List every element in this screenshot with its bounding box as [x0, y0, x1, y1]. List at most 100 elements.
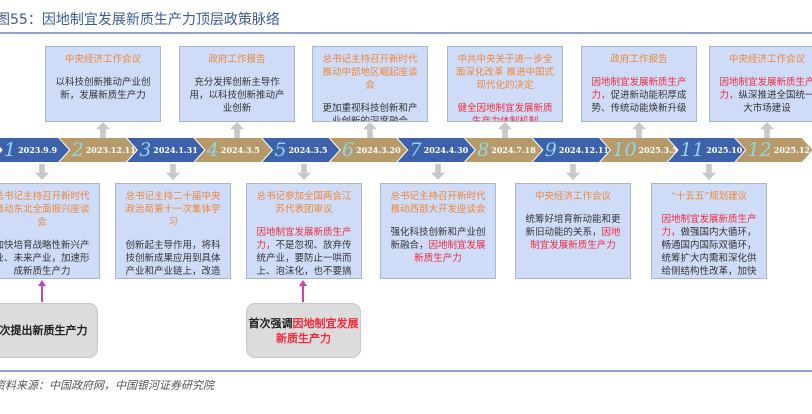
timeline-number: 5 [274, 139, 287, 161]
box-body-text: 以科技创新推动产业创新，发展新质生产力 [55, 77, 151, 101]
timeline-date: 2024.4.30 [423, 145, 469, 155]
bottom-event-box: 总书记主持召开新时代推动西部大开发座谈会强化科技创新和产业创新融合，因地制宜发展… [380, 183, 496, 279]
box-body: 健全因地制宜发展新质生产力体制机制 [453, 102, 557, 122]
timeline-date: 2024.3.20 [356, 145, 401, 155]
box-body-text: 更加重视科技创新和产业创新的深度融合 [322, 103, 418, 122]
milestone-text-part: 首次提出新质生产力 [0, 324, 88, 337]
bottom-event-box: “十五五”规划建议因地制宜发展新质生产力，做强国内大循环，畅通国内国际双循环，统… [651, 183, 767, 279]
box-body-text: 因地制宜发展新质生产力， [661, 214, 757, 238]
timeline-date: 2024.3.5 [220, 145, 260, 155]
box-heading: “十五五”规划建议 [670, 191, 748, 202]
box-heading: 总书记参加全国两会江苏代表团审议 [256, 191, 352, 215]
top-event-box: 中央经济工作会议以科技创新推动产业创新，发展新质生产力 [45, 46, 161, 122]
box-body: 统筹好培育新动能和更新旧动能的关系，因地制宜发展新质生产力 [521, 213, 625, 252]
timeline-date: 2023.12.11 [85, 145, 136, 155]
timeline-number: 4 [206, 139, 219, 161]
bottom-event-box: 中央经济工作会议统筹好培育新动能和更新旧动能的关系，因地制宜发展新质生产力 [515, 183, 631, 279]
top-event-box: 政府工作报告因地制宜发展新质生产力，促进新动能积厚成势、传统动能焕新升级 [581, 46, 697, 122]
box-body-text: 因地制宜发展新质生产力， [256, 227, 352, 251]
timeline-number: 6 [342, 139, 355, 161]
top-event-box: 中央经济工作会议因地制宜发展新质生产力，纵深推进全国统一大市场建设 [709, 46, 812, 122]
box-body: 创新起主导作用，将科技创新成果应用到具体产业和产业链上，改造提升传统产业、培育壮… [121, 239, 225, 278]
box-heading: 中央经济工作会议 [728, 54, 805, 65]
box-heading: 总书记主持召开新时代推动中部地区崛起座谈会 [322, 54, 418, 91]
milestone-note: 首次强调因地制宜发展新质生产力 [246, 303, 361, 358]
bottom-event-box: 总书记参加全国两会江苏代表团审议因地制宜发展新质生产力，不是忽视、放弃传统产业，… [246, 183, 362, 279]
up-arrow-icon [498, 122, 512, 138]
top-divider [0, 32, 812, 34]
box-body-text: 纵深推进全国统一大市场建设 [738, 90, 812, 114]
box-body-text: 因地制宜发展新质生产力， [591, 77, 687, 101]
milestone-text: 首次强调因地制宜发展新质生产力 [247, 316, 360, 346]
box-body-text: 强化科技创新和产业创新融合， [390, 227, 486, 251]
timeline-date: 2025.3.5 [638, 145, 678, 155]
box-body-text: 创新起主导作用，将科技创新成果应用到具体产业和产业链上，改造提升传统产业、培育壮… [125, 240, 221, 277]
box-body: 因地制宜发展新质生产力，促进新动能积厚成势、传统动能焕新升级 [587, 76, 691, 115]
box-heading: 中共中央关于进一步全面深化改革 推进中国式现代化的决定 [455, 54, 555, 91]
timeline-date: 2025.12.11 [773, 145, 812, 155]
up-arrow-icon [632, 122, 646, 138]
box-heading: 总书记主持召开新时代推动西部大开发座谈会 [390, 191, 486, 215]
box-heading: 中央经济工作会议 [64, 54, 141, 65]
box-body-text: 加快培育战略性新兴产业、未来产业，加速形成新质生产力 [0, 240, 90, 277]
box-body-text: 因地制宜发展新质生产力 [414, 240, 486, 264]
box-heading: 总书记主持召开新时代推动东北全面振兴座谈会 [0, 191, 90, 228]
pink-arrowhead-icon [299, 280, 307, 286]
down-arrow-icon [566, 164, 580, 180]
box-body: 因地制宜发展新质生产力，纵深推进全国统一大市场建设 [715, 76, 812, 115]
source-note: 资料来源：中国政府网，中国银河证券研究院 [0, 379, 214, 392]
box-body: 强化科技创新和产业创新融合，因地制宜发展新质生产力 [386, 226, 490, 265]
timeline-date: 2024.1.31 [153, 145, 198, 155]
up-arrow-icon [760, 122, 774, 138]
up-arrow-icon [230, 122, 244, 138]
pink-connector [302, 284, 304, 302]
timeline-number: 10 [612, 139, 637, 161]
box-body-text: 因地制宜发展新质生产力， [719, 77, 812, 101]
timeline-number: 12 [747, 139, 772, 161]
box-body: 因地制宜发展新质生产力，做强国内大循环，畅通国内国际双循环，统筹扩大内需和深化供… [657, 213, 761, 278]
bottom-divider [0, 370, 812, 372]
milestone-text: 首次提出新质生产力 [0, 323, 88, 338]
top-event-box: 中共中央关于进一步全面深化改革 推进中国式现代化的决定健全因地制宜发展新质生产力… [447, 46, 563, 122]
milestone-note: 首次提出新质生产力 [0, 303, 98, 358]
box-body-text: 促进新动能积厚成势、传统动能焕新升级 [591, 90, 687, 114]
timeline-date: 2024.12.11 [558, 145, 609, 155]
timeline-number: 8 [477, 139, 490, 161]
timeline-date: 2024.3.5 [288, 145, 328, 155]
down-arrow-icon [431, 164, 445, 180]
top-event-box: 总书记主持召开新时代推动中部地区崛起座谈会更加重视科技创新和产业创新的深度融合 [312, 46, 428, 122]
milestone-text-part: 首次强调 [248, 316, 293, 330]
timeline-number: 11 [680, 139, 705, 161]
timeline-number: 2 [71, 139, 84, 161]
box-body-text: 统筹好培育新动能和更新旧动能的关系， [525, 214, 621, 238]
box-body: 充分发挥创新主导作用，以科技创新推动产业创新 [185, 76, 289, 115]
timeline-number: 9 [544, 139, 557, 161]
timeline-number: 3 [139, 139, 152, 161]
pink-arrowhead-icon [38, 280, 46, 286]
down-arrow-icon [35, 164, 49, 180]
figure-title: 图55：因地制宜发展新质生产力顶层政策脉络 [0, 12, 280, 28]
box-body-text: 充分发挥创新主导作用，以科技创新推动产业创新 [189, 77, 285, 114]
box-heading: 中央经济工作会议 [534, 191, 611, 202]
box-body-text: 健全因地制宜发展新质生产力体制机制 [457, 103, 553, 122]
timeline-date: 2023.9.9 [18, 145, 58, 155]
box-heading: 政府工作报告 [208, 54, 266, 65]
box-body: 以科技创新推动产业创新，发展新质生产力 [51, 76, 155, 102]
down-arrow-icon [166, 164, 180, 180]
box-heading: 总书记主持二十届中央政治局第十一次集体学习 [125, 191, 221, 228]
box-body-text: 不是忽视、放弃传统产业，要防止一哄而上、泡沫化，也不要搞一种模式 [256, 240, 352, 277]
bottom-event-box: 总书记主持二十届中央政治局第十一次集体学习创新起主导作用，将科技创新成果应用到具… [115, 183, 231, 279]
up-arrow-icon [96, 122, 110, 138]
